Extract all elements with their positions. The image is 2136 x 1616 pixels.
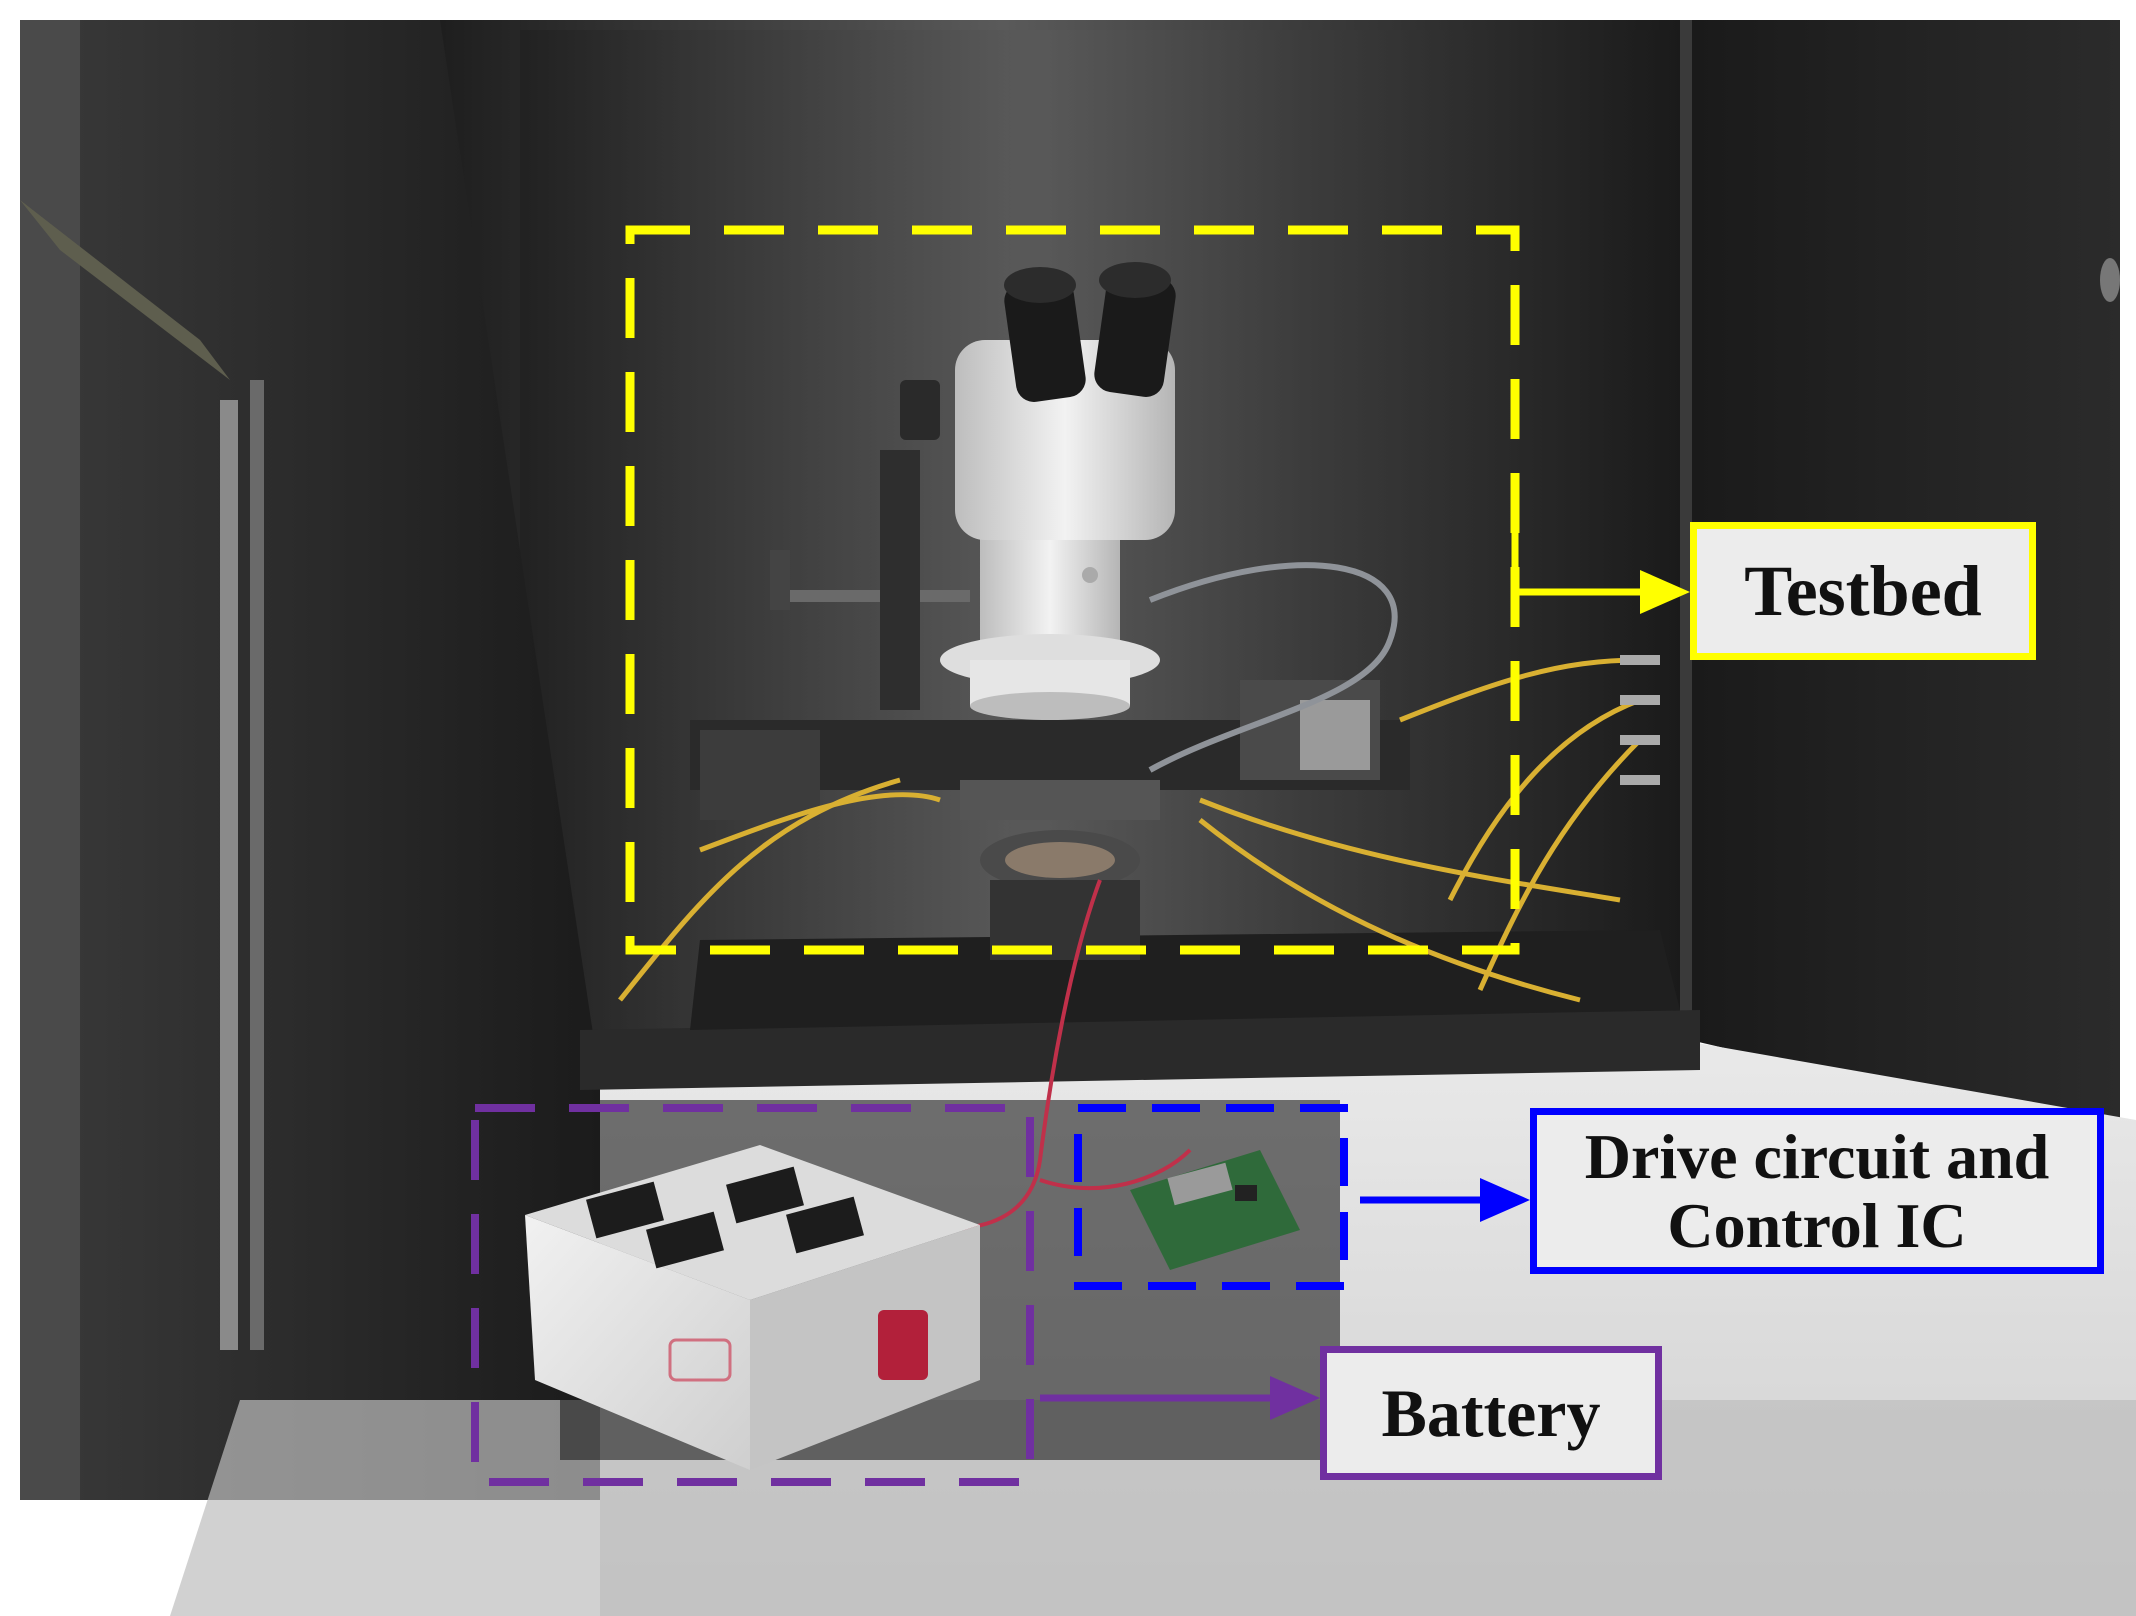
drive-circuit-label: Drive circuit and Control IC — [1530, 1108, 2104, 1274]
testbed-connector-line — [1511, 520, 1640, 596]
battery-arrow-head — [1270, 1376, 1320, 1420]
battery-label-text: Battery — [1381, 1374, 1601, 1451]
drive-label-line2: Control IC — [1667, 1190, 1967, 1261]
drive-label-line1: Drive circuit and — [1584, 1120, 2050, 1192]
battery-label: Battery — [1320, 1346, 1662, 1480]
testbed-label-text: Testbed — [1744, 550, 1982, 631]
drive-arrow-head — [1480, 1178, 1530, 1222]
testbed-arrow-head — [1640, 570, 1690, 614]
testbed-label: Testbed — [1690, 522, 2036, 660]
